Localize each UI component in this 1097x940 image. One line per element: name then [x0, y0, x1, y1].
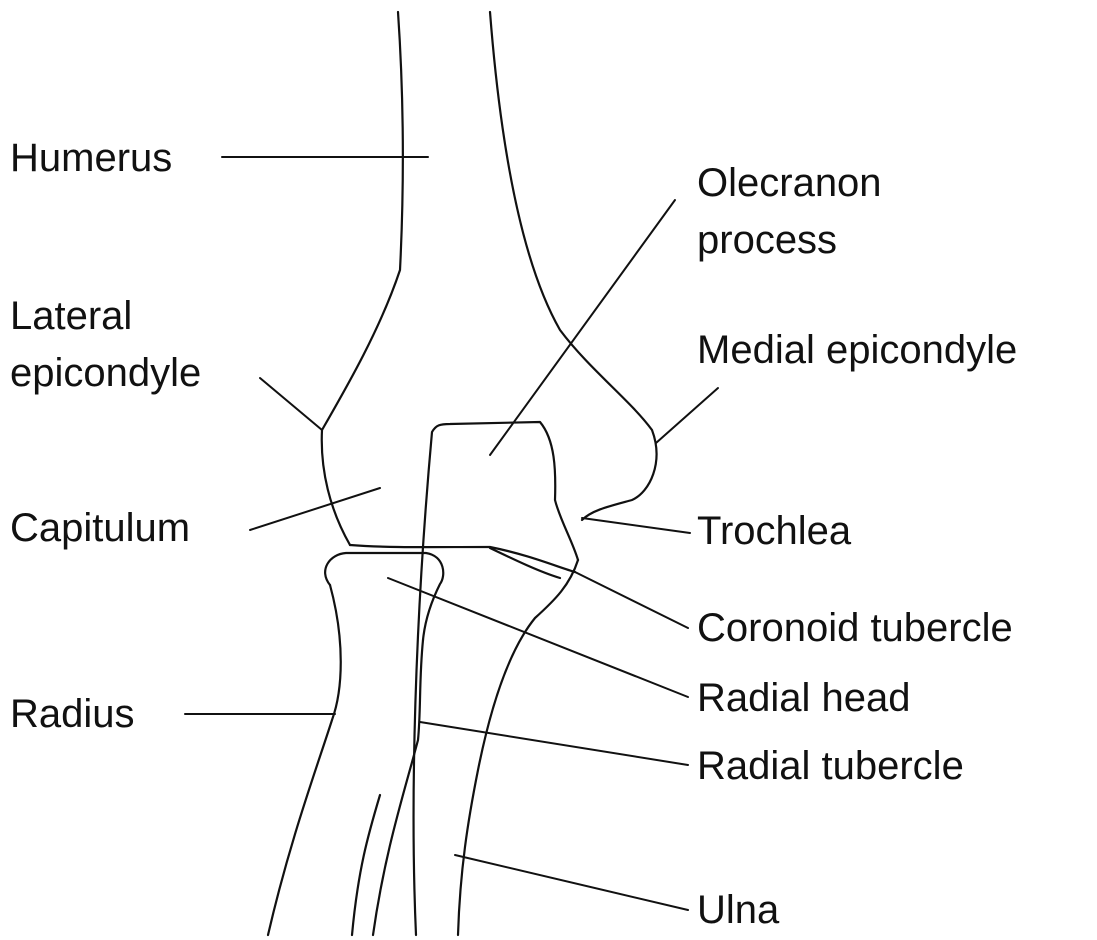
label-trochlea: Trochlea [697, 503, 851, 559]
label-radius: Radius [10, 686, 135, 742]
label-ulna: Ulna [697, 882, 779, 938]
label-humerus: Humerus [10, 130, 172, 186]
radial-head-outline [325, 553, 443, 640]
olecranon-leader [490, 200, 675, 455]
humerus-lateral-edge [322, 12, 403, 545]
ulna-leader [455, 855, 688, 910]
label-radial-tubercle: Radial tubercle [697, 738, 964, 794]
label-olecranon-line2: process [697, 212, 837, 268]
label-coronoid-tubercle: Coronoid tubercle [697, 600, 1013, 656]
lateral-epicondyle-leader [260, 378, 322, 430]
radius-lateral-edge [268, 585, 341, 935]
humerus-articular-edge [350, 545, 575, 572]
label-radial-head: Radial head [697, 670, 911, 726]
trochlea-leader [582, 518, 690, 533]
label-olecranon-line1: Olecranon [697, 155, 882, 211]
ulna-anterior-edge [458, 560, 578, 935]
label-lateral-line1: Lateral [10, 288, 132, 344]
radial-tubercle-leader [420, 722, 688, 765]
coronoid-tubercle-leader [575, 572, 688, 628]
radial-head-leader [388, 578, 688, 697]
capitulum-leader [250, 488, 380, 530]
label-lateral-line2: epicondyle [10, 345, 201, 401]
medial-epicondyle-leader [656, 388, 718, 443]
humerus-medial-edge [490, 12, 656, 520]
label-medial-epicondyle: Medial epicondyle [697, 322, 1017, 378]
olecranon-outline [414, 422, 578, 935]
label-capitulum: Capitulum [10, 500, 190, 556]
